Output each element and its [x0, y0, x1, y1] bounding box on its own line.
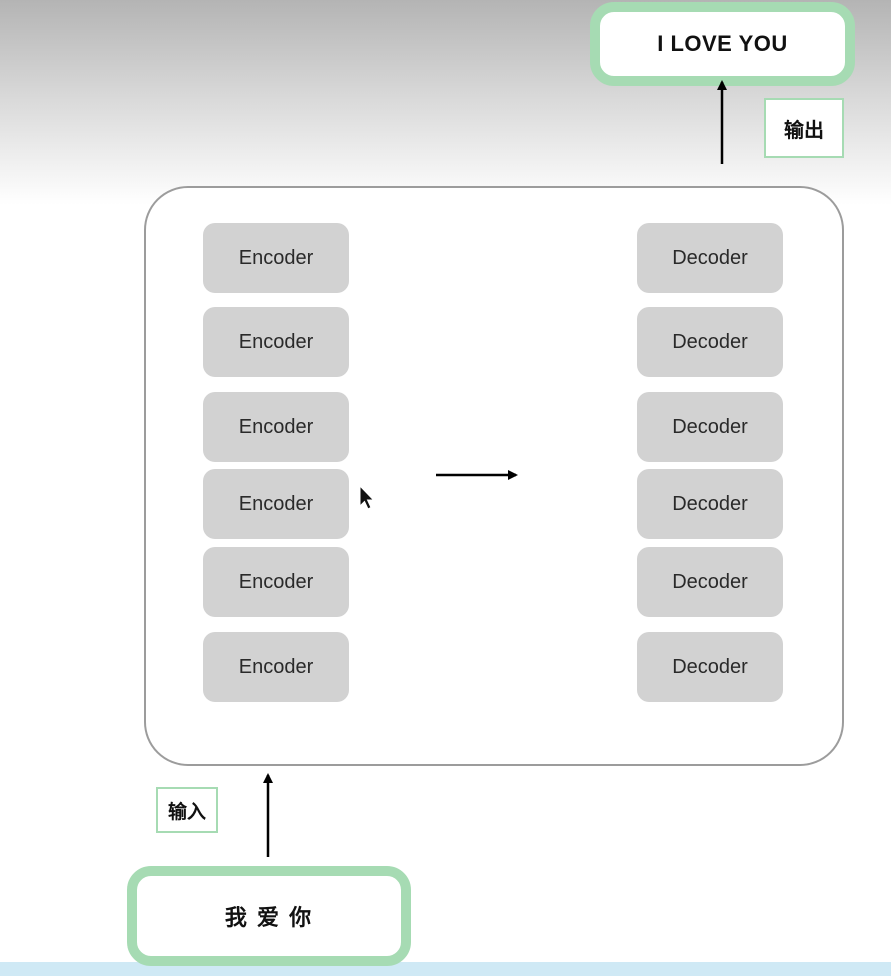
output-label-box: 输出 — [764, 98, 844, 158]
decoder-block: Decoder — [637, 469, 783, 539]
output-box: I LOVE YOU — [590, 2, 855, 86]
encoder-block: Encoder — [203, 547, 349, 617]
encoder-block: Encoder — [203, 223, 349, 293]
output-text: I LOVE YOU — [657, 31, 788, 56]
decoder-block: Decoder — [637, 547, 783, 617]
input-label-box: 输入 — [156, 787, 218, 833]
input-label: 输入 — [167, 801, 206, 823]
encoder-block: Encoder — [203, 632, 349, 702]
encoder-block: Encoder — [203, 392, 349, 462]
decoder-block: Decoder — [637, 223, 783, 293]
encoder-block: Encoder — [203, 469, 349, 539]
decoder-block: Decoder — [637, 307, 783, 377]
output-label: 输出 — [784, 119, 824, 142]
input-text: 我 爱 你 — [224, 905, 314, 930]
decoder-block: Decoder — [637, 632, 783, 702]
decoder-block: Decoder — [637, 392, 783, 462]
input-box: 我 爱 你 — [127, 866, 411, 966]
encoder-block: Encoder — [203, 307, 349, 377]
cursor-icon — [359, 484, 375, 510]
